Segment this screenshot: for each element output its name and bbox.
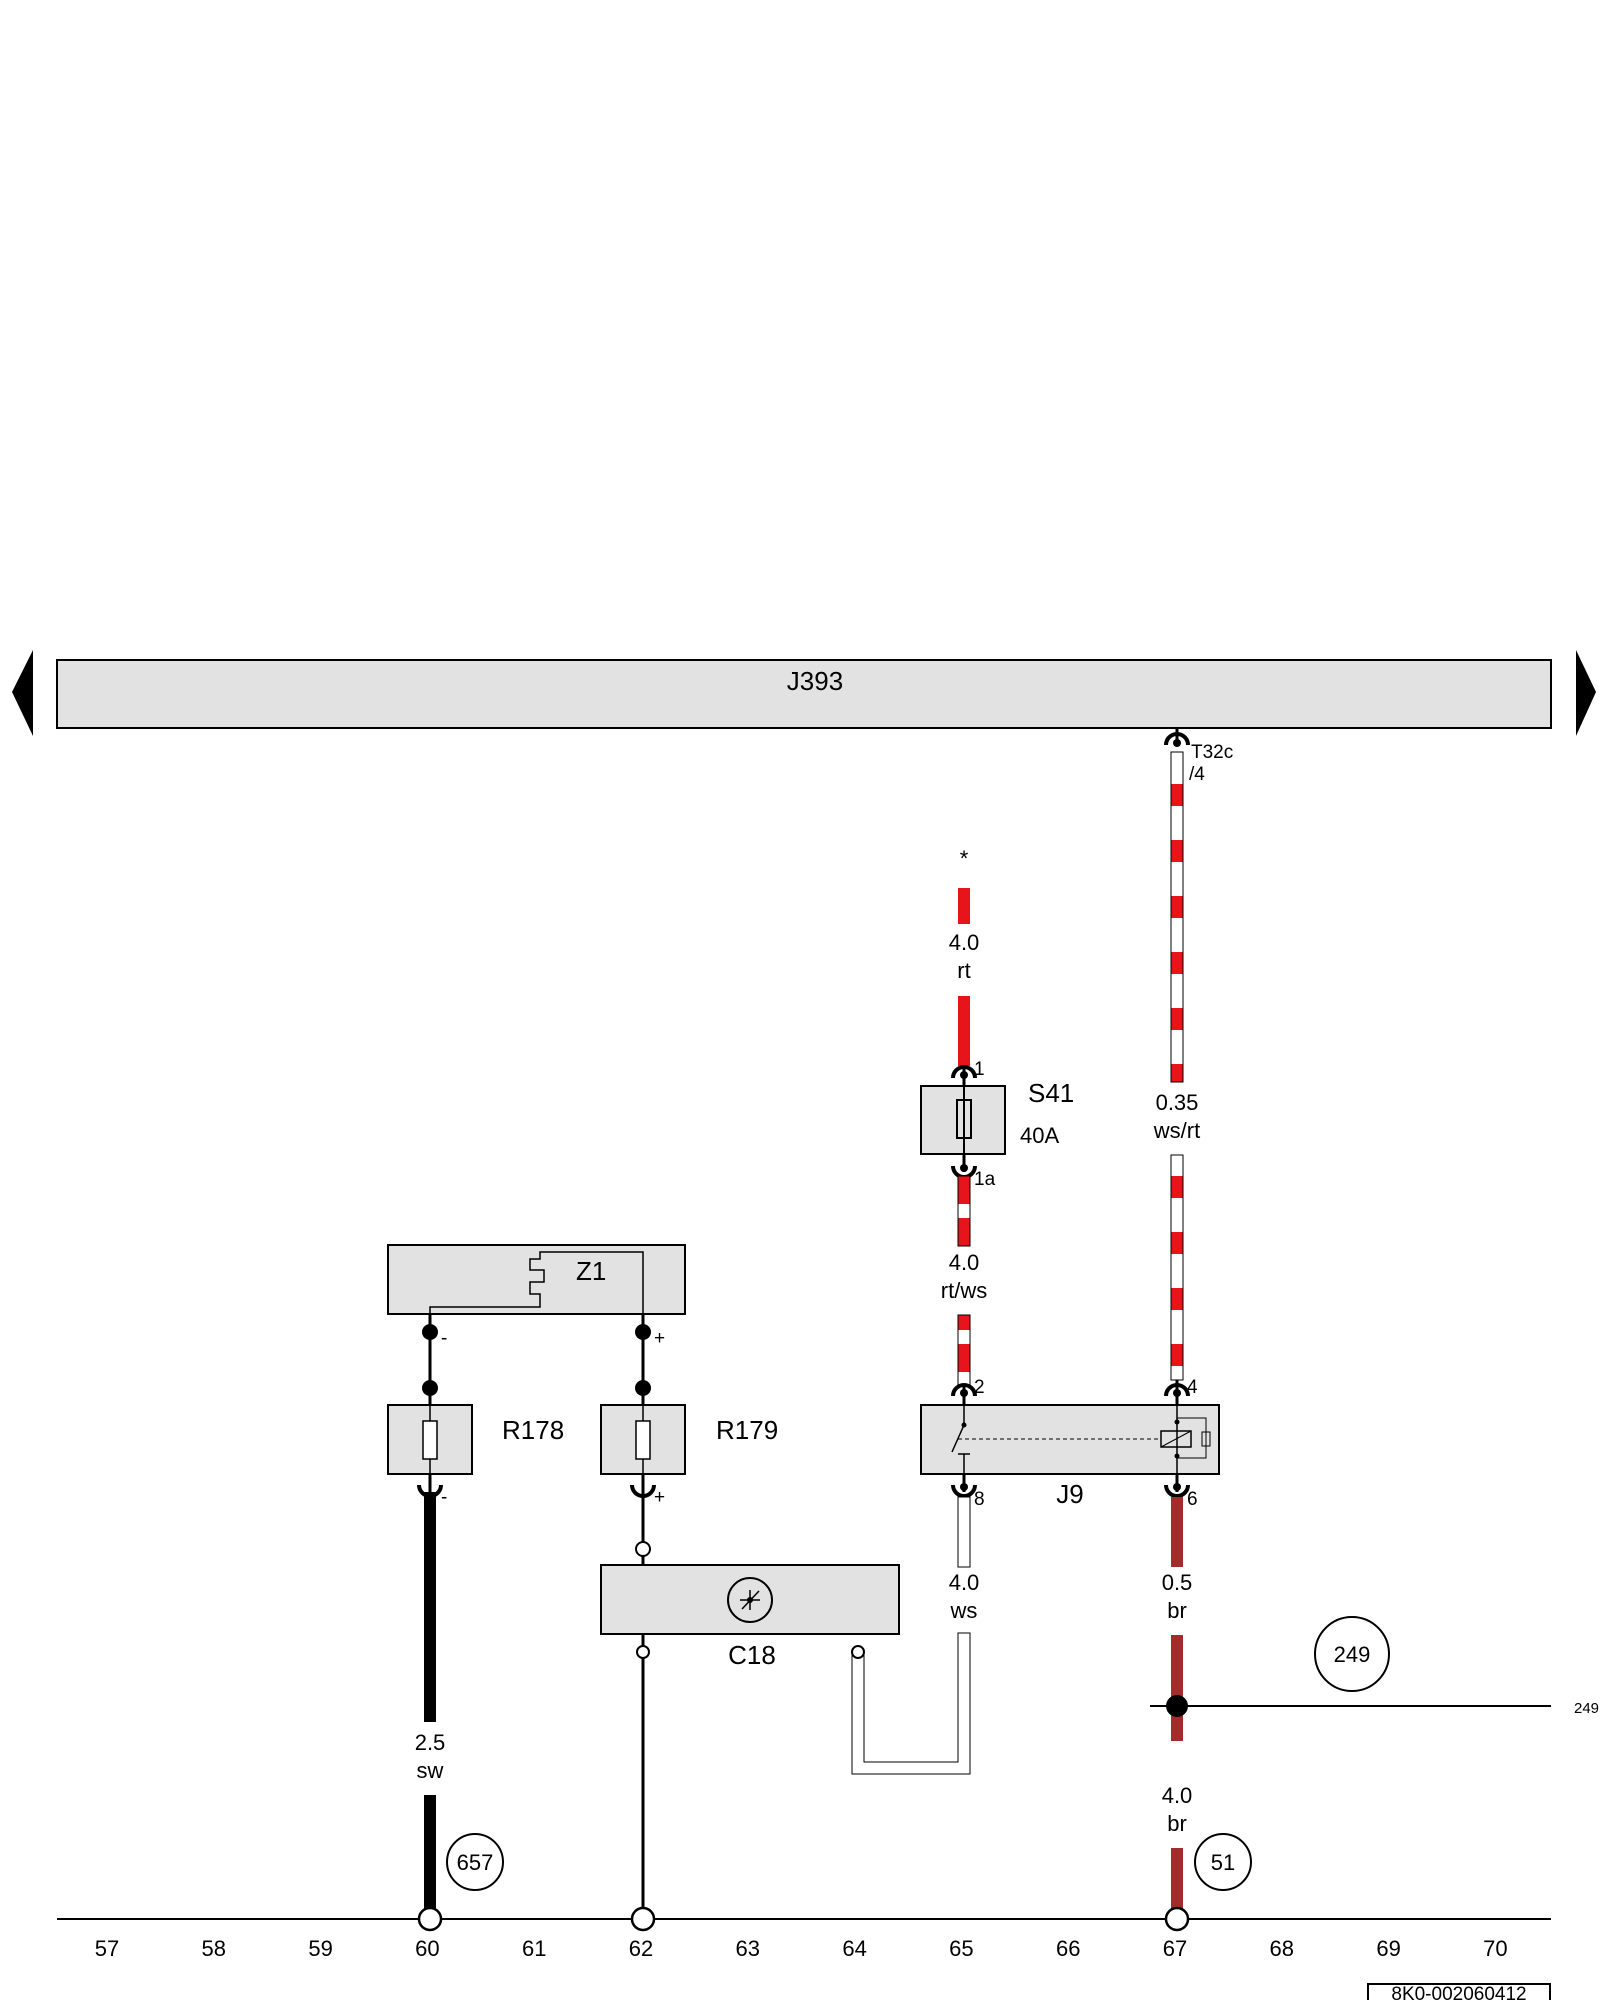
wire-gauge-label: 0.35 — [1156, 1090, 1199, 1115]
wire-relay-brown — [1171, 1497, 1183, 1567]
fuse-rating: 40A — [1020, 1123, 1059, 1148]
heater-element-icon — [429, 1251, 644, 1330]
ground-terminal-67 — [1164, 1906, 1190, 1932]
ground-point-657-label: 657 — [457, 1850, 494, 1875]
heater-plus: + — [654, 1328, 665, 1349]
resistor-r179-name: R179 — [716, 1415, 778, 1445]
fuse-pin-in: 1 — [974, 1059, 985, 1080]
wire-color-label: ws/rt — [1153, 1118, 1200, 1143]
track-number: 66 — [1056, 1936, 1080, 1961]
track-number: 64 — [842, 1936, 866, 1961]
relay-pin-2: 2 — [974, 1377, 985, 1398]
page-reference-249[interactable]: 249 — [1574, 1700, 1599, 1717]
fuse-terminal-1a — [951, 1154, 977, 1179]
wire-top-red-upper — [958, 888, 970, 924]
ground-terminal-62 — [630, 1906, 656, 1932]
wire-fuse-to-relay-lower — [957, 1314, 971, 1386]
ground-point-51-label: 51 — [1211, 1850, 1235, 1875]
wire-gauge-label: 4.0 — [1162, 1783, 1193, 1808]
wire-gauge-label: 0.5 — [1162, 1570, 1193, 1595]
relay-terminal-4 — [1164, 1380, 1190, 1405]
relay-terminal-6 — [1164, 1474, 1190, 1498]
track-number: 62 — [629, 1936, 653, 1961]
wire-gauge-label: 2.5 — [415, 1730, 446, 1755]
wire-color-label: ws — [950, 1598, 978, 1623]
track-number: 67 — [1163, 1936, 1187, 1961]
wire-brown-middle — [1171, 1635, 1183, 1741]
control-unit-j393 — [56, 659, 1552, 729]
track-numbers: 57 58 59 60 61 62 63 64 65 66 67 68 69 70 — [95, 1936, 1508, 1961]
relay-switch-icon — [951, 1405, 1161, 1474]
connector-t32c — [1164, 728, 1190, 747]
connector-name: T32c — [1191, 742, 1233, 763]
resistor-r178-minus: - — [441, 1487, 447, 1508]
relay-pin-4: 4 — [1187, 1377, 1198, 1398]
wire-gauge-label: 4.0 — [949, 930, 980, 955]
relay-pin-8: 8 — [974, 1489, 985, 1510]
page-left-arrow-icon[interactable] — [12, 650, 33, 736]
track-number: 69 — [1376, 1936, 1400, 1961]
track-number: 61 — [522, 1936, 546, 1961]
resistor-r178-name: R178 — [502, 1415, 564, 1445]
track-number: 60 — [415, 1936, 439, 1961]
wire-z1-to-r178 — [422, 1314, 438, 1404]
sensor-name: C18 — [728, 1640, 776, 1670]
ground-terminal-60 — [417, 1906, 443, 1932]
track-number: 70 — [1483, 1936, 1507, 1961]
resistor-icon — [635, 1420, 651, 1460]
heater-z1 — [387, 1244, 686, 1315]
track-number: 57 — [95, 1936, 119, 1961]
relay-pin-6: 6 — [1187, 1489, 1198, 1510]
page-right-arrow-icon[interactable] — [1576, 650, 1596, 736]
wire-ground-brown — [1171, 1848, 1183, 1910]
fuse-terminal-1 — [951, 1065, 977, 1086]
heater-minus: - — [441, 1328, 447, 1349]
wire-color-label: sw — [417, 1758, 444, 1783]
fuse-pin-out: 1a — [974, 1169, 996, 1190]
wire-gauge-label: 4.0 — [949, 1250, 980, 1275]
ground-point-657 — [446, 1833, 504, 1891]
wire-color-label: rt/ws — [941, 1278, 987, 1303]
relay-terminal-2 — [951, 1383, 977, 1405]
relay-terminal-8 — [951, 1474, 977, 1498]
wire-color-label: rt — [957, 958, 970, 983]
track-number: 58 — [202, 1936, 226, 1961]
ground-point-249-label: 249 — [1334, 1642, 1371, 1667]
heater-name: Z1 — [576, 1256, 606, 1286]
document-id-box — [1367, 1983, 1551, 2000]
wire-ground-black-upper — [424, 1492, 436, 1722]
resistor-r179-plus: + — [654, 1487, 665, 1508]
wire-connector-to-relay — [1170, 751, 1184, 1381]
track-number: 59 — [308, 1936, 332, 1961]
wire-ground-black-lower — [424, 1795, 436, 1910]
resistor-icon — [422, 1420, 438, 1460]
wire-gauge-label: 4.0 — [949, 1570, 980, 1595]
wire-color-label: br — [1167, 1598, 1187, 1623]
connector-pin: /4 — [1189, 764, 1205, 785]
track-number: 68 — [1270, 1936, 1294, 1961]
junction-dot — [1166, 1695, 1188, 1717]
ground-point-51 — [1194, 1833, 1252, 1891]
fuse-name: S41 — [1028, 1078, 1074, 1108]
wire-fuse-to-relay-upper — [957, 1175, 971, 1247]
relay-coil-icon — [1160, 1405, 1211, 1474]
wire-z1-to-r179 — [635, 1314, 651, 1404]
control-unit-label: J393 — [787, 666, 843, 696]
wire-color-label: br — [1167, 1811, 1187, 1836]
ground-point-249 — [1314, 1616, 1390, 1692]
relay-name: J9 — [1056, 1479, 1083, 1509]
asterisk-note: * — [960, 846, 969, 871]
wire-relay-white — [851, 1496, 971, 1775]
wire-top-red-lower — [958, 996, 970, 1066]
track-number: 65 — [949, 1936, 973, 1961]
document-id: 8K0-002060412 — [1391, 1984, 1526, 2000]
sensor-c18-icon — [727, 1577, 773, 1623]
track-number: 63 — [736, 1936, 760, 1961]
